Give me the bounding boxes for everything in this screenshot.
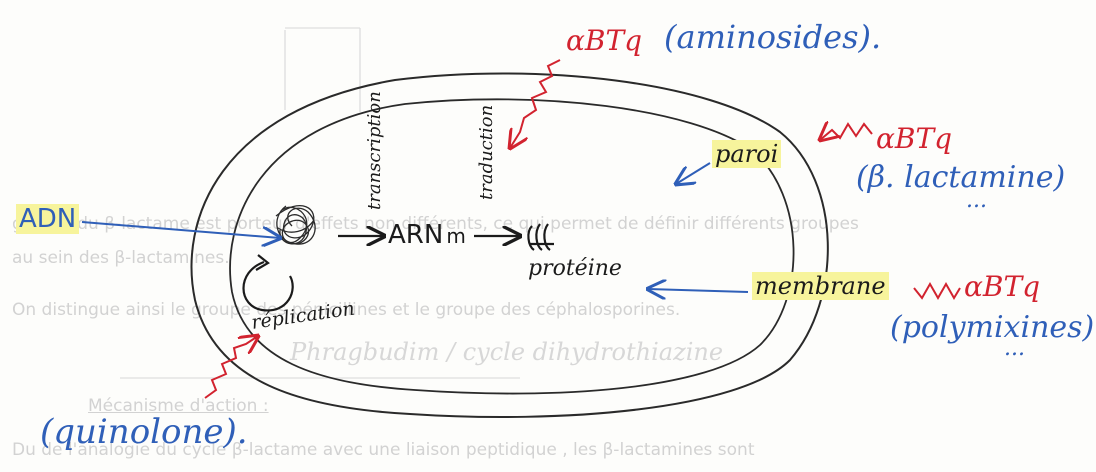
replication-loop <box>242 260 294 312</box>
bg-line-1: groupe du β-lactame est porteur d'effets… <box>12 214 859 234</box>
inhibitor-arrow-beta-lactamine <box>820 124 873 140</box>
label-transcription: transcription <box>364 91 385 210</box>
label-arn-sub: m <box>446 224 466 248</box>
label-membrane-text: membrane <box>752 272 889 300</box>
label-arn-text: ARN <box>388 220 444 250</box>
replication-loop-head <box>255 254 270 271</box>
bg-heading: Mécanisme d'action : <box>88 396 269 416</box>
label-paroi-text: paroi <box>712 140 782 168</box>
class-poly-dots: ... <box>1004 336 1025 361</box>
class-aminosides: (aminosides). <box>664 18 882 56</box>
bg-line-4: Du de l'analogie du cycle β-lactame avec… <box>12 440 755 460</box>
arrow-adn <box>81 221 280 238</box>
abtq-aminosides: αBTq <box>566 24 643 57</box>
inhibitor-arrow-quinolone <box>204 336 258 399</box>
inhibitor-arrow-polymixines <box>913 281 961 301</box>
ribosome-mark <box>527 223 554 251</box>
inhibitor-arrow-aminosides <box>510 59 561 148</box>
label-traduction: traduction <box>476 104 497 200</box>
cell-outer-wall <box>190 72 829 419</box>
label-proteine: protéine <box>528 256 622 281</box>
label-paroi: paroi <box>712 140 782 168</box>
class-quinolone: (quinolone). <box>40 412 248 452</box>
abtq-polymixines: αBTq <box>964 270 1041 303</box>
dna-tangle <box>275 205 316 245</box>
cell-inner-membrane <box>229 98 795 395</box>
label-adn-text: ADN <box>16 204 80 234</box>
bg-pencil-note: Phragbudim / cycle dihydrothiazine <box>290 338 724 366</box>
arrow-paroi <box>676 162 711 184</box>
bg-line-3: On distingue ainsi le groupe des pénicil… <box>12 300 681 320</box>
background-sketch <box>120 27 520 379</box>
abtq-beta-lactamine: αBTq <box>876 122 953 155</box>
arrow-membrane <box>648 289 749 292</box>
bg-line-2: au sein des β-lactamines. <box>12 248 230 268</box>
label-membrane: membrane <box>752 272 889 300</box>
label-adn: ADN <box>16 204 80 234</box>
class-beta-dots: ... <box>966 188 987 213</box>
class-polymixines: (polymixines) <box>890 310 1095 345</box>
class-beta-lactamine: (β. lactamine) <box>856 160 1066 195</box>
